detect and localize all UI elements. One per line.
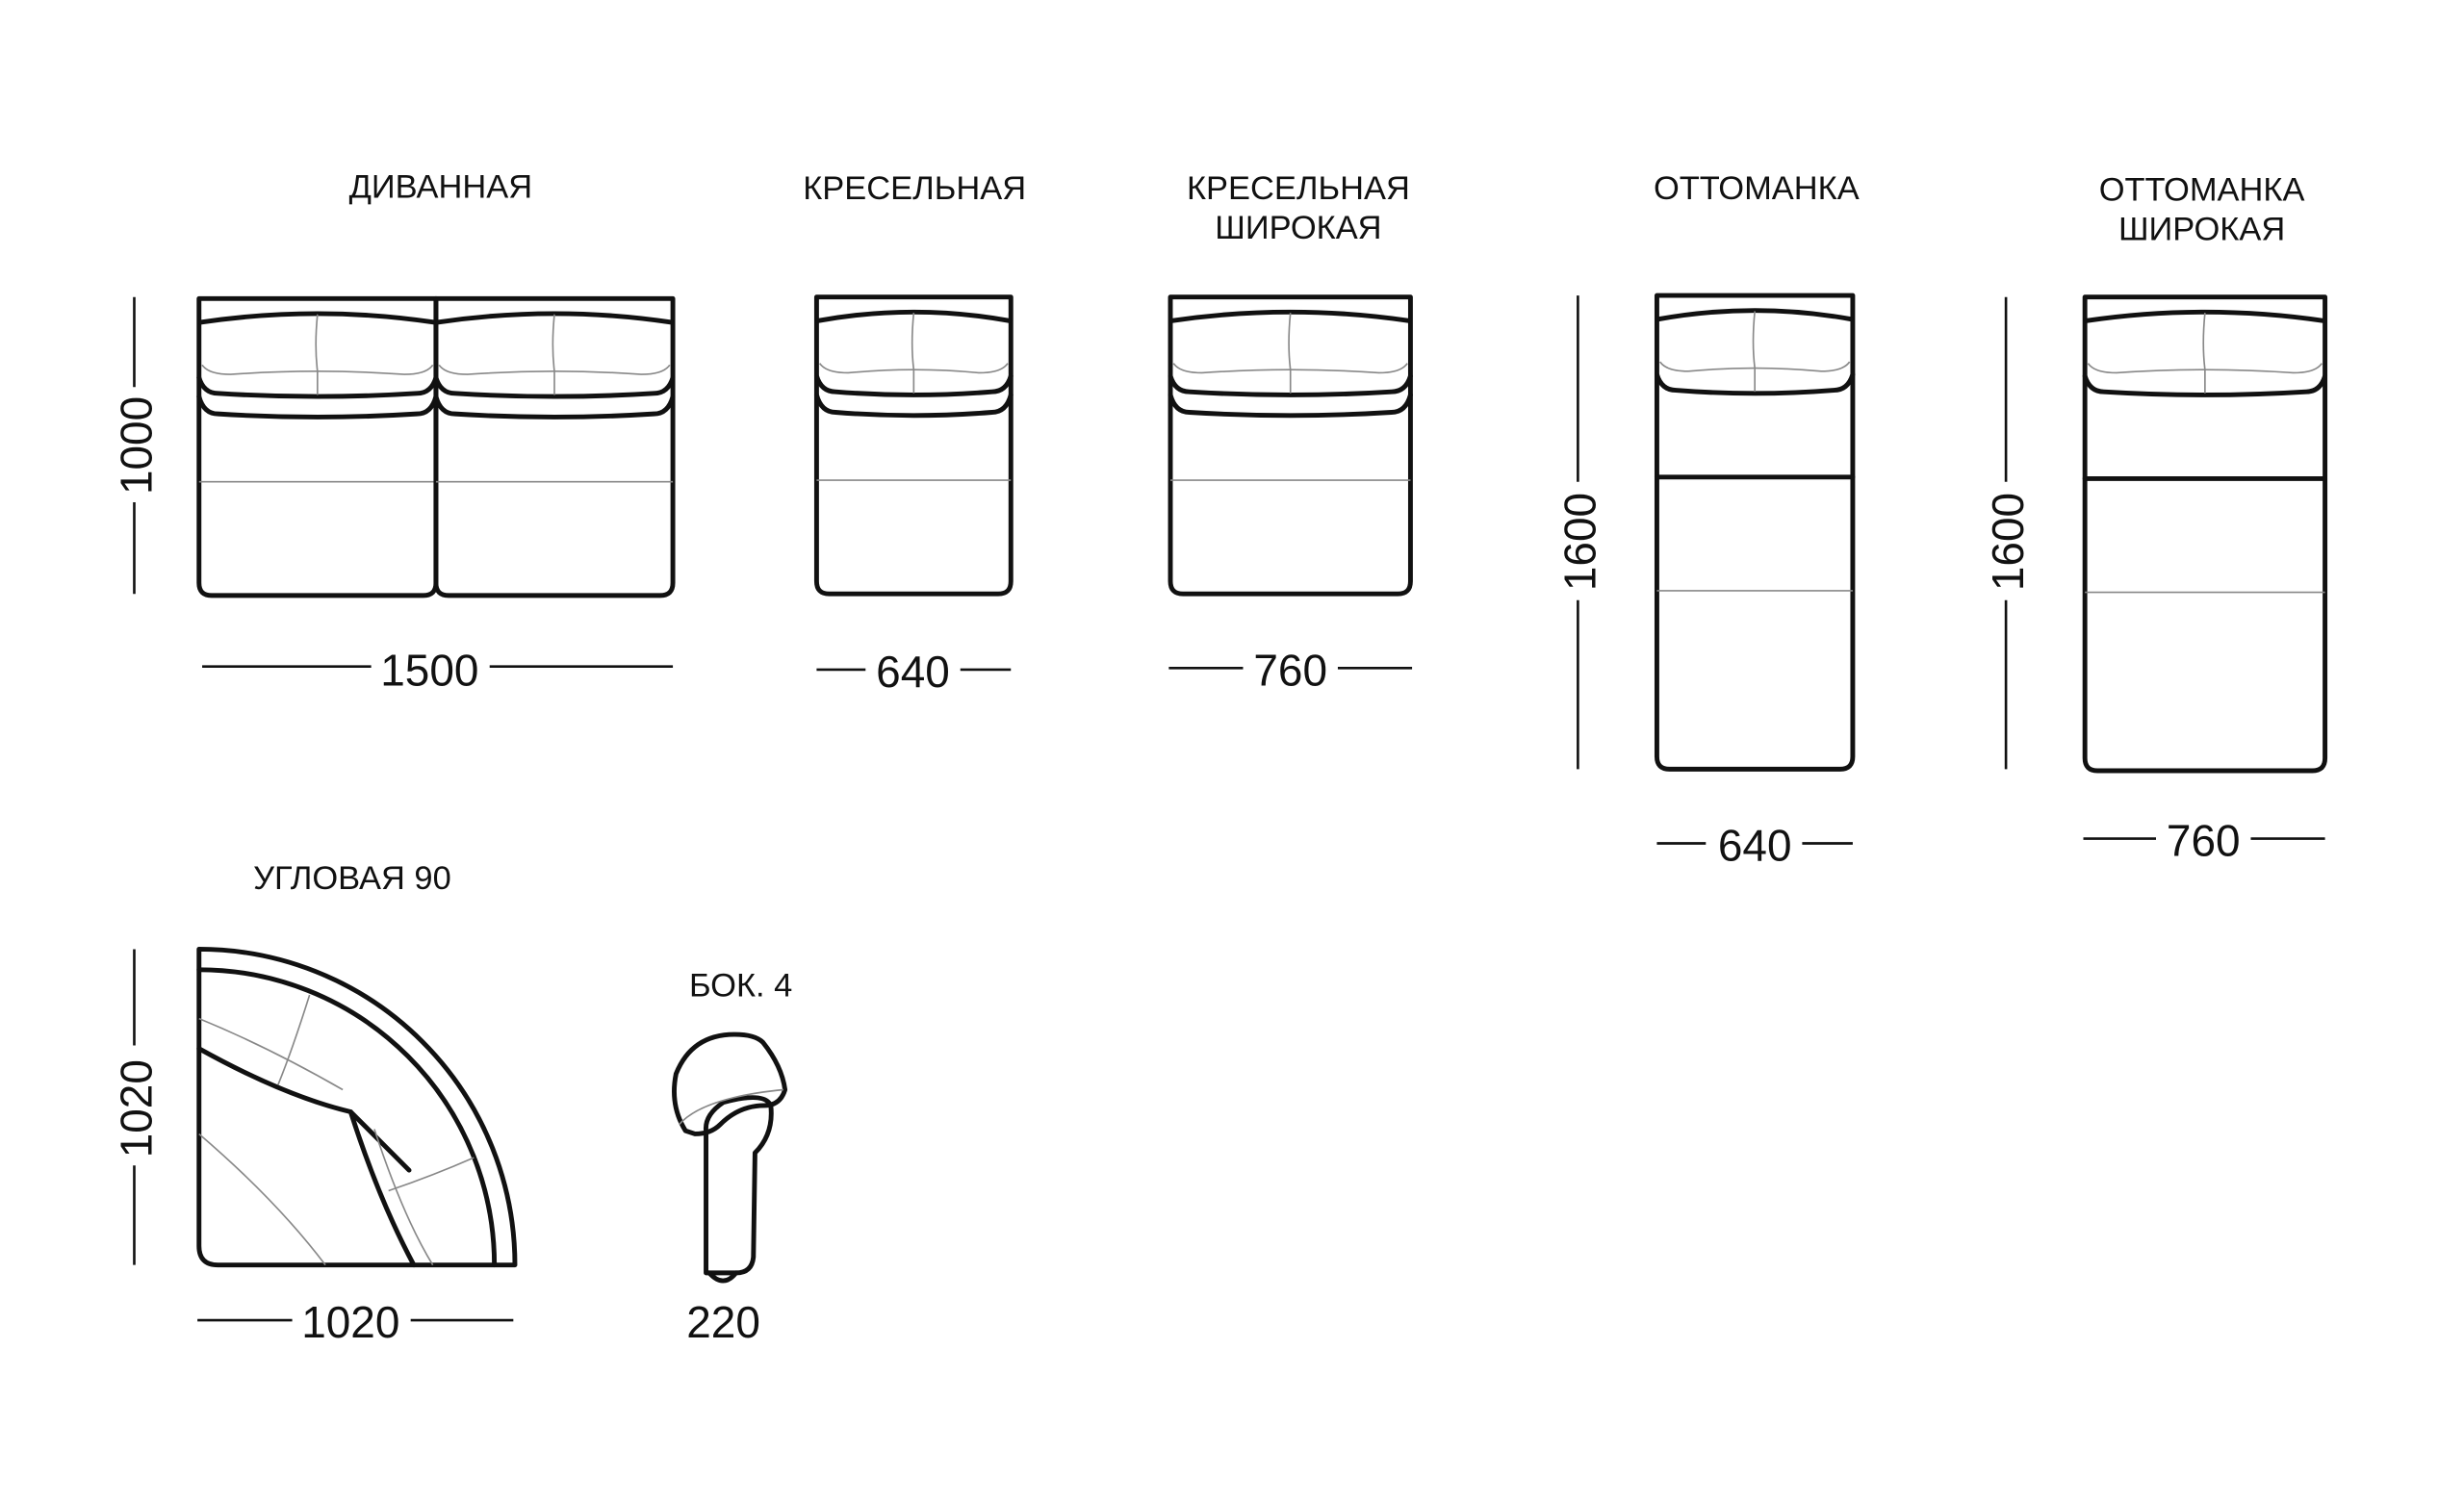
title-bok: БОК. 4	[689, 968, 792, 1005]
svg-text:1020: 1020	[301, 1297, 399, 1347]
title-ottomanka-wide-2: ШИРОКАЯ	[2118, 212, 2285, 248]
kreselnaya-wide-seat-front	[1168, 392, 1413, 419]
divannaya-left-back-bottom	[196, 374, 439, 399]
divannaya-left-seat-front	[196, 394, 439, 420]
dim-uglovaya-width: 1020	[197, 1297, 514, 1347]
ottomanka-back-bottom	[1654, 371, 1856, 396]
title-kreselnaya: КРЕСЕЛЬНАЯ	[803, 170, 1026, 207]
ottomanka-outline	[1654, 293, 1856, 772]
dim-kreselnaya-width: 640	[816, 647, 1012, 697]
ottomanka-wide-tuft-v	[2202, 313, 2206, 394]
svg-text:1000: 1000	[112, 396, 162, 495]
title-ottomanka: ОТТОМАНКА	[1654, 170, 1860, 207]
bok-arm-body	[704, 1095, 774, 1276]
kreselnaya-wide-back-bottom	[1168, 373, 1413, 397]
uglovaya-tuft-2	[277, 994, 311, 1085]
kreselnaya-back-top	[815, 309, 1013, 323]
divannaya-right-outline	[433, 295, 676, 598]
uglovaya-tuft-4	[388, 1157, 475, 1192]
divannaya-left-outline	[196, 295, 439, 598]
kreselnaya-wide-outline	[1168, 294, 1413, 597]
uglovaya-seat-seam	[198, 1133, 326, 1266]
divannaya-right-back-top	[435, 311, 674, 325]
svg-text:760: 760	[2167, 816, 2241, 866]
title-kreselnaya-wide-1: КРЕСЕЛЬНАЯ	[1187, 170, 1410, 207]
bok-arm-seam	[679, 1088, 784, 1126]
uglovaya-tuft-3	[373, 1129, 434, 1266]
title-kreselnaya-wide-2: ШИРОКАЯ	[1215, 210, 1381, 246]
dim-kreselnaya-wide-width: 760	[1168, 645, 1413, 695]
kreselnaya-seat-front	[813, 392, 1014, 419]
kreselnaya-wide-back-top	[1169, 309, 1412, 323]
dim-divannaya-width: 1500	[202, 645, 674, 695]
uglovaya-back-edge	[196, 1046, 412, 1173]
dim-divannaya-depth: 1000	[112, 296, 162, 595]
divannaya-right-seat-front	[433, 394, 676, 420]
title-ottomanka-wide-1: ОТТОМАНКА	[2099, 172, 2305, 209]
uglovaya-tuft-1	[198, 1017, 344, 1091]
divannaya-left-tuft-v	[315, 314, 319, 395]
title-uglovaya: УГЛОВАЯ 90	[253, 860, 451, 897]
divannaya-right-back-bottom	[433, 374, 676, 399]
dim-ottomanka-depth: 1600	[1554, 295, 1604, 770]
svg-text:1020: 1020	[112, 1059, 162, 1158]
svg-text:1500: 1500	[380, 645, 478, 695]
dim-uglovaya-depth: 1020	[112, 949, 162, 1265]
kreselnaya-outline	[813, 294, 1014, 597]
svg-text:1600: 1600	[1554, 493, 1604, 591]
dim-ottomanka-wide-width: 760	[2083, 816, 2325, 866]
kreselnaya-back-bottom	[813, 373, 1014, 397]
uglovaya-seat-edge	[347, 1109, 417, 1268]
svg-text:640: 640	[1718, 821, 1792, 871]
title-divannaya: ДИВАННАЯ	[349, 168, 533, 205]
dim-bok-width: 220	[686, 1297, 760, 1347]
bok-arm-foot	[706, 1270, 739, 1284]
ottomanka-back-top	[1656, 308, 1854, 322]
kreselnaya-tuft-v	[911, 313, 915, 394]
divannaya-left-back-top	[197, 311, 437, 325]
dim-ottomanka-width: 640	[1656, 821, 1853, 871]
svg-text:1600: 1600	[1983, 493, 2033, 591]
uglovaya-armrest-inner	[196, 967, 498, 1268]
kreselnaya-wide-tuft-v	[1288, 313, 1292, 394]
dim-ottomanka-wide-depth: 1600	[1983, 296, 2033, 770]
ottomanka-wide-outline	[2082, 294, 2328, 774]
ottomanka-wide-back-top	[2084, 309, 2326, 323]
svg-text:760: 760	[1253, 645, 1327, 695]
divannaya-right-tuft-v	[552, 314, 555, 395]
uglovaya-outline	[196, 946, 518, 1268]
ottomanka-tuft-v	[1752, 311, 1756, 393]
ottomanka-wide-back-bottom	[2082, 373, 2328, 397]
svg-text:640: 640	[876, 647, 950, 697]
bok-arm-head	[672, 1031, 788, 1136]
